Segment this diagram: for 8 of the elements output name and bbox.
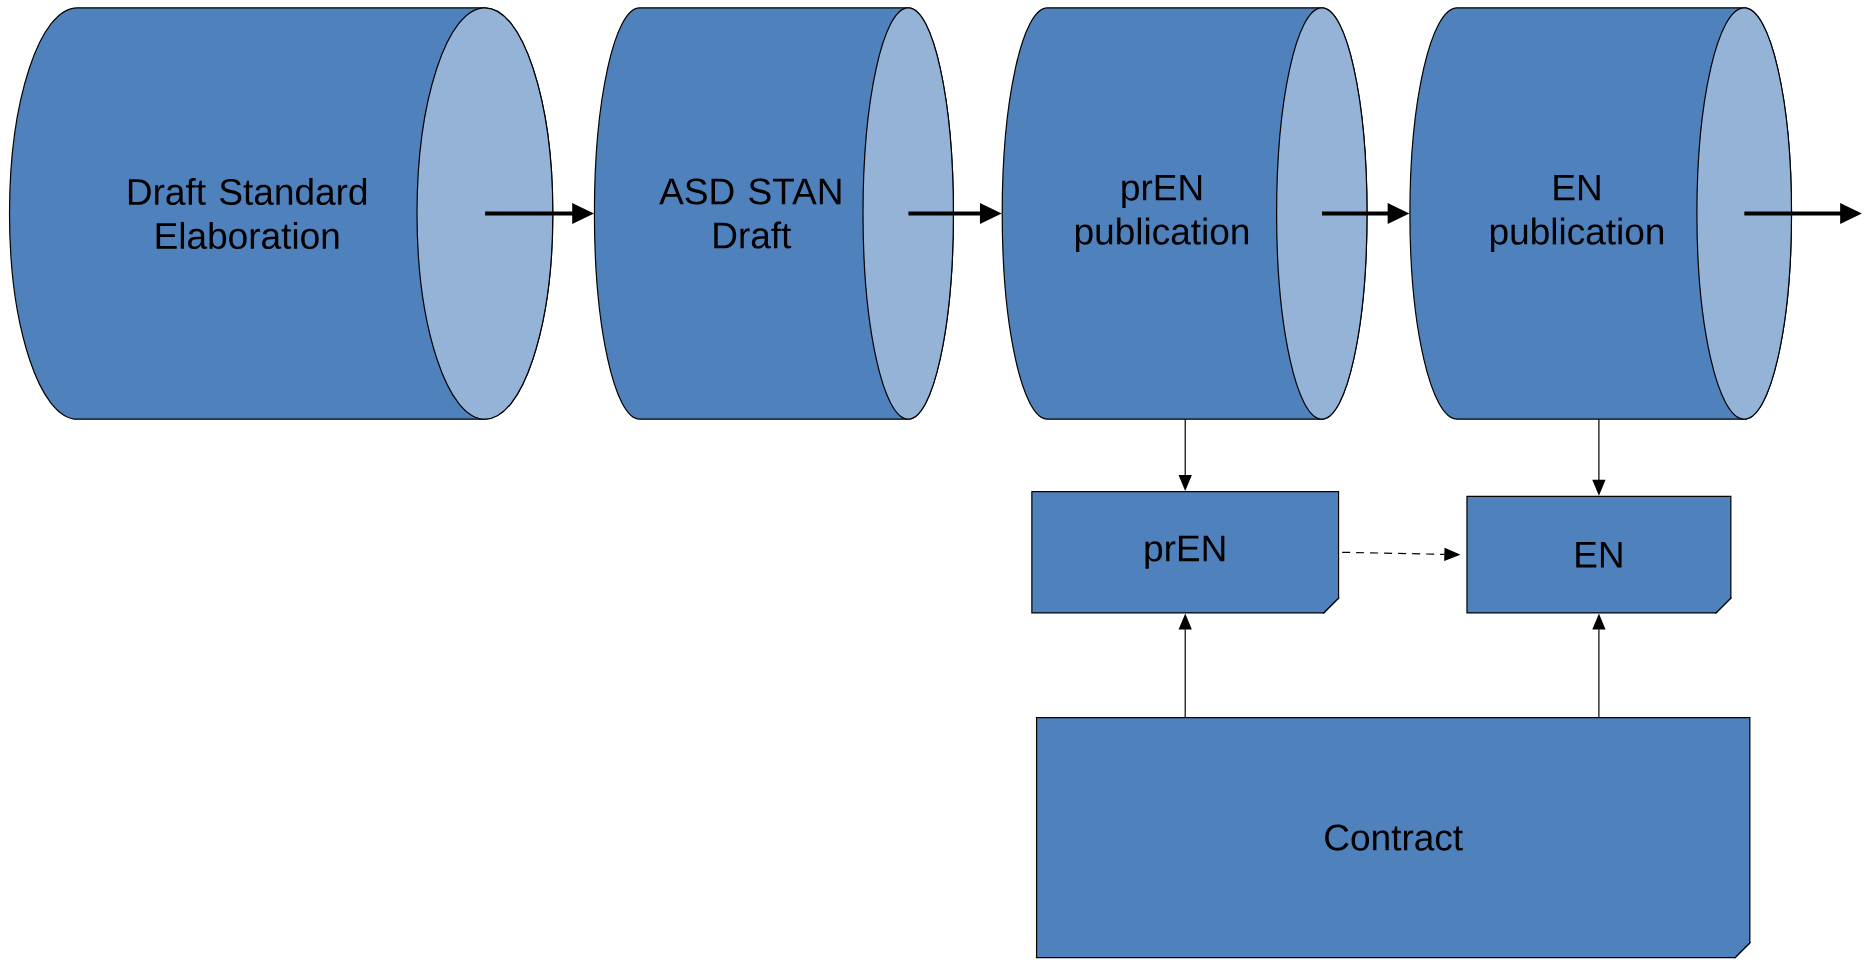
- document-box: EN: [1466, 495, 1733, 615]
- cylinder: EN publication: [1409, 7, 1793, 420]
- document-box: prEN: [1031, 491, 1341, 615]
- cylinder: prEN publication: [1001, 7, 1368, 420]
- cylinder: Draft Standard Elaboration: [8, 7, 554, 420]
- document-box: Contract: [1035, 716, 1752, 960]
- arrow: [1178, 418, 1192, 491]
- cylinder: ASD STAN Draft: [593, 7, 954, 420]
